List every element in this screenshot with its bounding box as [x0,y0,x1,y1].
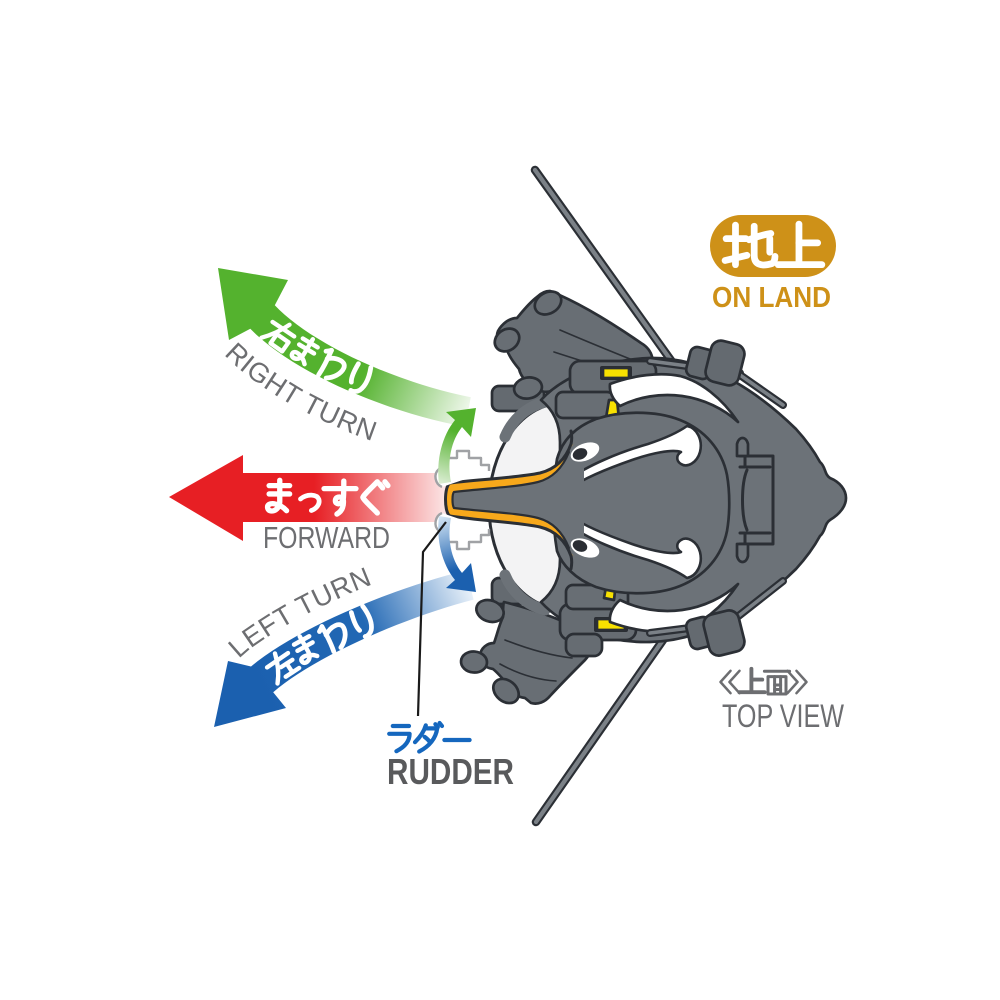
svg-text:ON LAND: ON LAND [712,282,831,314]
svg-text:FORWARD: FORWARD [263,520,390,555]
svg-text:RUDDER: RUDDER [387,751,514,792]
svg-text:TOP VIEW: TOP VIEW [722,698,845,734]
